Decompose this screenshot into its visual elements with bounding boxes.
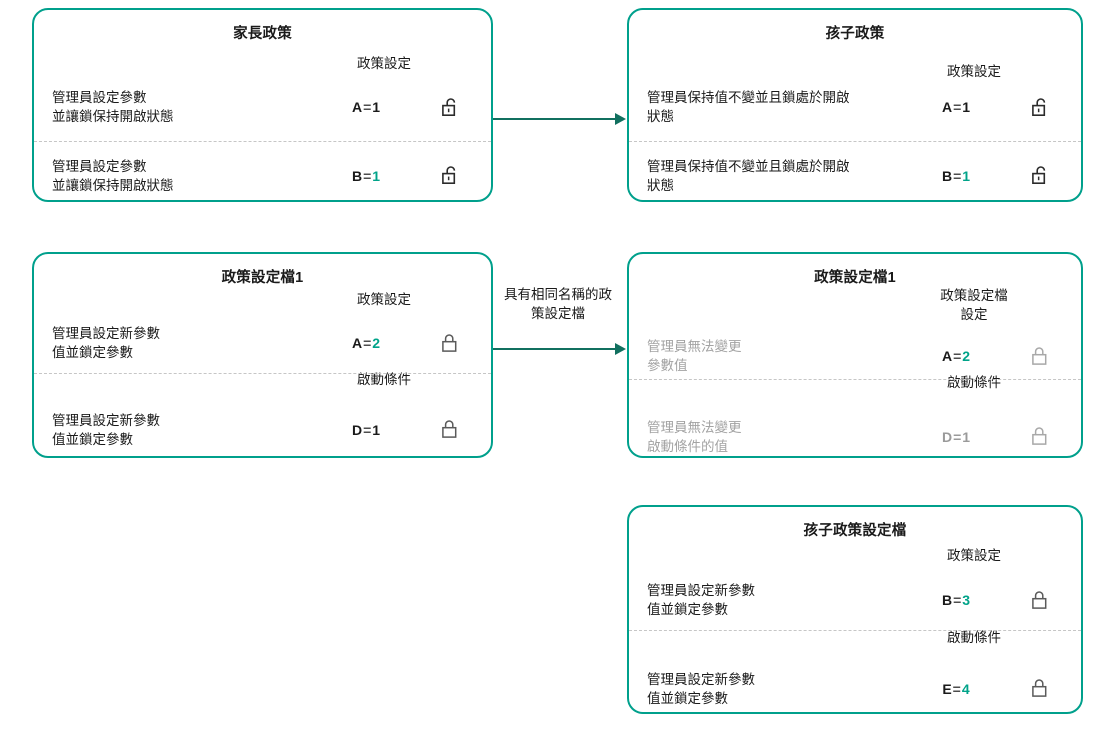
rows-policy-profile-1-left: 管理員設定新參數 值並鎖定參數 A=2 管理員設定新參數 值並鎖定參數 [34,313,491,457]
connector-arrow-middle-head [615,343,626,355]
row-value-key: D [351,421,363,438]
connector-arrow-top-line [493,118,617,120]
row-description: 管理員保持值不變並且鎖處於開啟 狀態 [647,90,850,124]
row-value-equals: = [363,167,372,184]
rows-parent-policy: 管理員設定參數 並讓鎖保持開啟狀態 A=1 管理員設定參數 並 [34,73,491,209]
card-policy-profile-1-right: 政策設定檔1 政策設定檔 設定 啟動條件 管理員無法變更 參數值 A=2 [627,252,1083,458]
card-title-child-policy: 孩子政策 [825,26,885,42]
row-value-number: 1 [962,428,971,445]
row-description: 管理員無法變更 參數值 [647,339,742,373]
row-value: B=1 [897,168,1015,184]
table-row: 管理員保持值不變並且鎖處於開啟 狀態 A=1 [629,73,1081,141]
row-description: 管理員設定新參數 值並鎖定參數 [52,326,160,360]
rows-child-policy: 管理員保持值不變並且鎖處於開啟 狀態 A=1 管理員保持值不變 [629,73,1081,209]
row-value-number: 2 [372,335,381,351]
column-header-policy-setting: 政策設定 [947,64,1001,79]
row-value-key: A [351,99,363,115]
row-description: 管理員設定新參數 值並鎖定參數 [647,583,755,617]
row-value-key: A [941,348,953,364]
rows-child-policy-profile: 管理員設定新參數 值並鎖定參數 B=3 管理員設定新參數 值並鎖定參數 [629,570,1081,716]
row-value-equals: = [953,348,962,364]
table-row: 管理員設定新參數 值並鎖定參數 E=4 [629,630,1081,716]
row-value: D=1 [897,399,1015,445]
unlock-icon [1015,165,1067,186]
lock-icon [1015,396,1067,447]
unlock-icon [425,97,477,118]
column-header-policy-setting: 政策設定 [357,292,411,307]
row-value-number: 1 [962,99,971,115]
row-value-equals: = [953,167,962,184]
row-value-equals: = [952,680,961,697]
table-row: 管理員設定新參數 值並鎖定參數 A=2 [34,313,491,373]
card-child-policy: 孩子政策 政策設定 管理員保持值不變並且鎖處於開啟 狀態 A=1 [627,8,1083,202]
row-description: 管理員設定新參數 值並鎖定參數 [647,671,755,706]
unlock-icon [425,165,477,186]
row-description: 管理員設定參數 並讓鎖保持開啟狀態 [52,90,174,124]
table-row: 管理員無法變更 參數值 A=2 [629,333,1081,379]
row-value-key: B [941,592,953,608]
connector-arrow-middle-line [493,348,617,350]
row-value-number: 1 [372,167,381,184]
table-row: 管理員設定新參數 值並鎖定參數 B=3 [629,570,1081,630]
row-value: A=1 [897,99,1015,115]
card-title-policy-profile-1-right: 政策設定檔1 [814,270,896,286]
row-value-key: A [941,99,953,115]
row-value-key: A [351,335,363,351]
card-title-parent-policy: 家長政策 [233,26,292,42]
rows-policy-profile-1-right: 管理員無法變更 參數值 A=2 管理員無法變更 啟動條件的值 [629,333,1081,463]
row-description: 管理員無法變更 啟動條件的值 [647,419,742,454]
table-row: 管理員保持值不變並且鎖處於開啟 狀態 B=1 [629,141,1081,209]
row-description: 管理員保持值不變並且鎖處於開啟 狀態 [647,158,850,193]
row-value-number: 1 [372,99,381,115]
row-description: 管理員設定新參數 值並鎖定參數 [52,412,160,447]
card-child-policy-profile: 孩子政策設定檔 政策設定 啟動條件 管理員設定新參數 值並鎖定參數 B=3 [627,505,1083,714]
lock-icon [425,391,477,440]
row-value: A=2 [897,348,1015,364]
lock-icon [1015,648,1067,699]
row-value-number: 4 [961,680,970,697]
row-value: B=1 [307,168,425,184]
row-value-equals: = [363,335,372,351]
card-title-policy-profile-1-left: 政策設定檔1 [221,270,304,286]
column-header-activation-condition: 啟動條件 [357,372,411,387]
row-value-number: 2 [962,348,971,364]
row-value-key: B [941,167,953,184]
table-row: 管理員設定參數 並讓鎖保持開啟狀態 B=1 [34,141,491,209]
row-value-equals: = [953,592,962,608]
row-value-key: D [941,428,953,445]
connector-arrow-top-head [615,113,626,125]
row-value-equals: = [363,421,372,438]
row-value-number: 1 [962,167,971,184]
row-description: 管理員設定參數 並讓鎖保持開啟狀態 [52,158,174,193]
row-value-key: B [351,167,363,184]
card-title-child-policy-profile: 孩子政策設定檔 [803,523,907,539]
lock-icon [425,333,477,354]
row-value: A=1 [307,99,425,115]
connector-arrow-middle-label: 具有相同名稱的政 策設定檔 [504,287,612,321]
row-value-equals: = [363,99,372,115]
row-value-equals: = [953,428,962,445]
table-row: 管理員設定新參數 值並鎖定參數 D=1 [34,373,491,457]
row-value-number: 1 [372,421,381,438]
column-header-activation-condition: 啟動條件 [947,630,1001,645]
column-header-profile-setting: 政策設定檔 設定 [940,288,1008,322]
row-value: D=1 [307,394,425,438]
row-value: E=4 [897,651,1015,697]
row-value-key: E [942,680,952,697]
column-header-policy-setting: 政策設定 [947,548,1001,563]
row-value-number: 3 [962,592,971,608]
column-header-policy-setting: 政策設定 [357,56,411,71]
column-header-activation-condition: 啟動條件 [947,375,1001,390]
unlock-icon [1015,97,1067,118]
row-value: A=2 [307,335,425,351]
lock-icon [1015,346,1067,367]
row-value: B=3 [897,592,1015,608]
card-parent-policy: 家長政策 政策設定 管理員設定參數 並讓鎖保持開啟狀態 A=1 [32,8,493,202]
table-row: 管理員無法變更 啟動條件的值 D=1 [629,379,1081,463]
row-value-equals: = [953,99,962,115]
card-policy-profile-1-left: 政策設定檔1 政策設定 啟動條件 管理員設定新參數 值並鎖定參數 A=2 [32,252,493,458]
lock-icon [1015,590,1067,611]
table-row: 管理員設定參數 並讓鎖保持開啟狀態 A=1 [34,73,491,141]
